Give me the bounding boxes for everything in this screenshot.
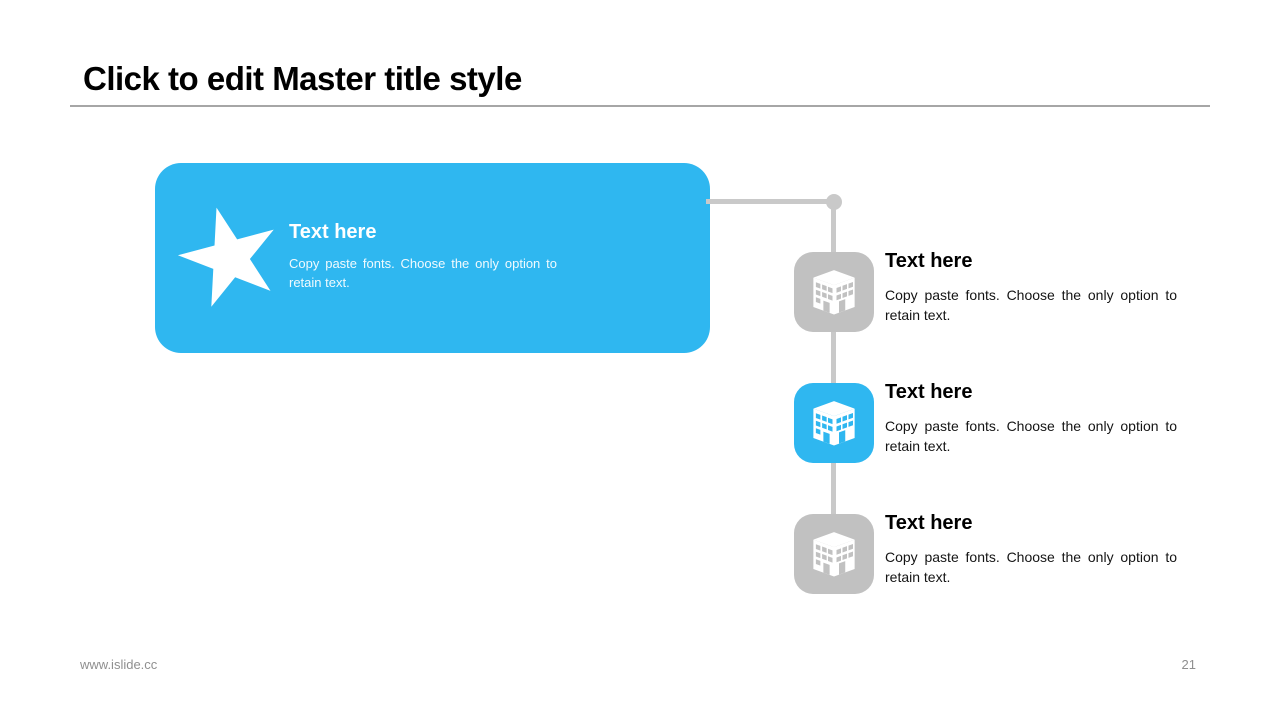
connector-horizontal-line [706,199,830,204]
building-icon [804,393,864,453]
building-icon [804,524,864,584]
building-icon-tile[interactable] [794,383,874,463]
page-number: 21 [1181,657,1196,672]
building-icon-tile[interactable] [794,252,874,332]
item-heading[interactable]: Text here [885,512,973,534]
item-heading[interactable]: Text here [885,250,973,272]
card-heading[interactable]: Text here [289,221,377,243]
item-body[interactable]: Copy paste fonts. Choose the only option… [885,287,1177,323]
connector-dot [826,194,842,210]
item-heading[interactable]: Text here [885,381,973,403]
item-body[interactable]: Copy paste fonts. Choose the only option… [885,549,1177,585]
building-icon-tile[interactable] [794,514,874,594]
item-body[interactable]: Copy paste fonts. Choose the only option… [885,418,1177,454]
building-icon [804,262,864,322]
slide-title[interactable]: Click to edit Master title style [83,60,522,97]
footer-url: www.islide.cc [80,657,158,672]
feature-card[interactable]: Text here Copy paste fonts. Choose the o… [155,163,710,353]
connector-vertical-line [831,202,836,556]
card-body[interactable]: Copy paste fonts. Choose the only option… [289,256,557,290]
star-icon [177,207,274,307]
title-underline [70,105,1210,107]
